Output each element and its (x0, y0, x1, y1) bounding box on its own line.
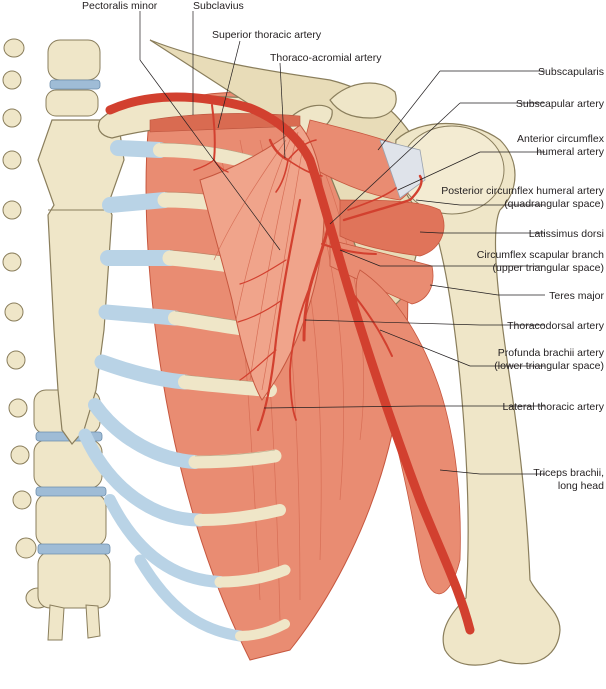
label-triceps-line1: Triceps brachii, (533, 467, 604, 479)
pectoralis-minor-muscle (199, 124, 325, 401)
subscapularis-tendon (379, 139, 426, 199)
costal-cartilages (78, 140, 246, 642)
label-subclavius: Subclavius (193, 0, 244, 12)
leader-lines (139, 11, 545, 475)
label-superior-thoracic-artery: Superior thoracic artery (212, 29, 322, 41)
humerus (394, 123, 561, 666)
label-profunda-brachii-line2: (lower triangular space) (494, 360, 604, 372)
anterior-circumflex-humeral-artery (347, 187, 397, 211)
label-teres-major: Teres major (549, 290, 604, 302)
posterior-circumflex-humeral-artery (342, 174, 423, 222)
lateral-thoracic-artery (256, 198, 302, 432)
label-lateral-thoracic-artery: Lateral thoracic artery (502, 401, 604, 413)
label-anterior-circumflex-line1: Anterior circumflex (517, 133, 604, 145)
circumflex-scapular-artery (321, 243, 377, 255)
label-pectoralis-minor: Pectoralis minor (82, 0, 158, 12)
axillary-artery (105, 92, 475, 635)
superior-thoracic-artery (211, 104, 216, 161)
label-triceps-line2: long head (557, 480, 604, 492)
transverse-processes (2, 38, 51, 609)
arteries (105, 92, 475, 635)
label-profunda-brachii-line1: Profunda brachii artery (497, 347, 604, 359)
label-subscapularis: Subscapularis (538, 66, 604, 78)
label-subscapular-artery: Subscapular artery (515, 98, 604, 110)
label-thoracodorsal-artery: Thoracodorsal artery (507, 320, 604, 332)
label-posterior-circumflex-line1: Posterior circumflex humeral artery (441, 185, 604, 197)
label-circumflex-scapular-line2: (upper triangular space) (492, 262, 604, 274)
label-posterior-circumflex-line2: (quadrangular space) (504, 198, 604, 210)
label-circumflex-scapular-line1: Circumflex scapular branch (476, 249, 604, 261)
label-latissimus-dorsi: Latissimus dorsi (528, 228, 604, 240)
label-thoraco-acromial-artery: Thoraco-acromial artery (270, 52, 382, 64)
subscapular-artery (302, 218, 332, 342)
profunda-brachii-artery (349, 289, 393, 357)
label-anterior-circumflex-line2: humeral artery (536, 146, 604, 158)
thoracodorsal-artery (289, 281, 313, 421)
thoraco-acromial-artery (268, 138, 290, 162)
acromion (329, 82, 397, 119)
